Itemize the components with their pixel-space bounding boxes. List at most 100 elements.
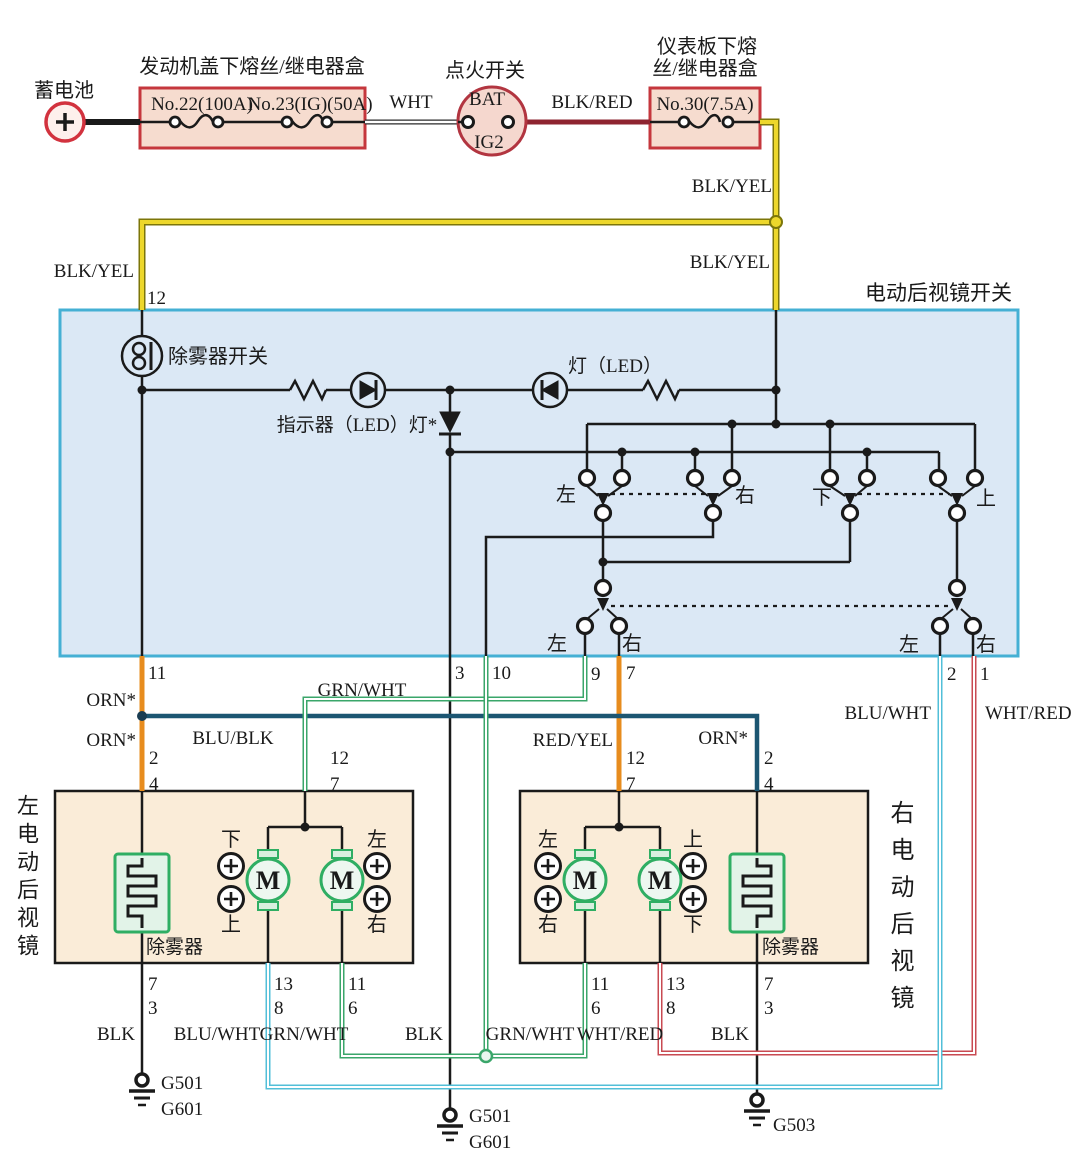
ignition-switch-icon — [456, 85, 528, 157]
underdash-box-title-1: 仪表板下熔 — [657, 35, 757, 58]
left-mirror-side-label: 左电动后视镜 — [14, 794, 39, 962]
junction-grn-wht — [478, 1048, 494, 1064]
fuse-no30-icon — [688, 113, 722, 129]
left-mirror-pin-3b: 3 — [148, 998, 158, 1019]
switch-pin-2: 2 — [947, 664, 957, 685]
ground-g601-label: G601 — [161, 1099, 203, 1120]
ground-icon — [437, 1107, 463, 1142]
blk-label: BLK — [405, 1024, 443, 1045]
fuse-no23-icon — [291, 113, 325, 129]
battery-icon — [44, 101, 86, 143]
dir-down-label: 下 — [812, 487, 832, 509]
colored-wires — [138, 118, 977, 1090]
fuse-no30-label: No.30(7.5A) — [656, 94, 753, 115]
right-defogger-icon — [728, 852, 786, 934]
dir-right-label: 右 — [735, 484, 755, 507]
dir-right-label: 右 — [622, 632, 642, 655]
orn-label: ORN* — [86, 690, 136, 711]
blk-label: BLK — [711, 1024, 749, 1045]
left-defogger-label: 除雾器 — [146, 936, 203, 958]
junctions — [137, 215, 872, 1064]
dir-down-label: 下 — [221, 829, 241, 851]
dir-right-label: 右 — [976, 633, 996, 656]
defogger-switch-label: 除雾器开关 — [168, 345, 268, 368]
motor-icon — [562, 849, 608, 911]
wht-red-label: WHT/RED — [985, 703, 1072, 724]
ground-g501-label: G501 — [469, 1106, 511, 1127]
mirror-motors — [245, 849, 683, 911]
motor-label: M — [330, 866, 355, 895]
fuse-no23-label: No.23(IG)(50A) — [247, 94, 372, 115]
blu-wht-label: BLU/WHT — [844, 703, 931, 724]
resistor-icon — [288, 378, 328, 402]
grn-wht-label: GRN/WHT — [318, 680, 407, 701]
wire-blu-blk — [142, 713, 760, 791]
left-mirror-pin-6: 6 — [348, 998, 358, 1019]
wht-red-label: WHT/RED — [577, 1024, 664, 1045]
switch-pin-12: 12 — [147, 288, 166, 309]
dir-up-label: 上 — [683, 828, 703, 851]
red-yel-label: RED/YEL — [533, 730, 613, 751]
switch-terminals — [575, 468, 985, 636]
dir-down-label: 下 — [683, 914, 703, 936]
grn-wht-label: GRN/WHT — [486, 1024, 575, 1045]
blk-yel-label: BLK/YEL — [54, 261, 134, 282]
dir-right-label: 右 — [367, 913, 387, 936]
right-mirror-pin-7: 7 — [626, 774, 636, 795]
ignition-title: 点火开关 — [445, 59, 525, 82]
blk-yel-label: BLK/YEL — [690, 252, 770, 273]
black-wires — [84, 119, 977, 1109]
junction-yellow — [769, 215, 783, 229]
ground-icon — [744, 1092, 770, 1127]
led-icon — [349, 371, 387, 409]
ground-g501-label: G501 — [161, 1073, 203, 1094]
battery-plus-icon — [56, 113, 74, 131]
ground-symbols — [129, 1072, 770, 1142]
left-mirror-pin-7: 7 — [330, 774, 340, 795]
fuse-no22-icon — [179, 113, 215, 129]
left-mirror-pin-13: 13 — [274, 974, 293, 995]
junction-blu-blk — [137, 711, 147, 721]
motor-icon — [319, 849, 365, 911]
dir-left-label: 左 — [556, 483, 576, 506]
ground-g503-label: G503 — [773, 1115, 815, 1136]
defogger-switch-icon — [120, 334, 164, 378]
right-mirror-pin-11: 11 — [591, 974, 609, 995]
indicator-circuit — [288, 371, 681, 436]
indicator-led-label: 指示器（LED）灯* — [277, 414, 437, 436]
motor-label: M — [573, 866, 598, 895]
right-mirror-pin-8: 8 — [666, 998, 676, 1019]
wire-blk-yel — [138, 118, 780, 310]
motor-label: M — [256, 866, 281, 895]
dir-left-label: 左 — [547, 632, 567, 655]
led-label: 灯（LED） — [568, 355, 662, 377]
left-mirror-pin-11: 11 — [348, 974, 366, 995]
blu-wht-label: BLU/WHT — [174, 1024, 261, 1045]
labels: 蓄电池 发动机盖下熔丝/继电器盒 No.22(100A) No.23(IG)(5… — [34, 35, 1072, 1153]
motor-label: M — [648, 866, 673, 895]
switch-pin-1: 1 — [980, 664, 990, 685]
right-mirror-side-label: 右电动后视镜 — [886, 800, 912, 1022]
switch-pin-9: 9 — [591, 664, 601, 685]
fuse-no22-label: No.22(100A) — [151, 94, 253, 115]
dir-up-label: 上 — [976, 487, 996, 510]
switch-pin-11: 11 — [148, 663, 166, 684]
orn-label: ORN* — [86, 730, 136, 751]
blk-yel-label: BLK/YEL — [692, 176, 772, 197]
motor-icon — [245, 849, 291, 911]
blk-red-label: BLK/RED — [551, 92, 632, 113]
blu-blk-label: BLU/BLK — [192, 728, 274, 749]
mirror-direction-switches — [575, 468, 985, 636]
motor-icon — [637, 849, 683, 911]
underhood-box-title: 发动机盖下熔丝/继电器盒 — [139, 55, 365, 78]
battery-label: 蓄电池 — [34, 79, 94, 102]
grn-wht-label: GRN/WHT — [260, 1024, 349, 1045]
blk-label: BLK — [97, 1024, 135, 1045]
orn-label: ORN* — [698, 728, 748, 749]
mirror-switch-title: 电动后视镜开关 — [865, 281, 1012, 305]
resistor-icon — [641, 378, 681, 402]
ground-icon — [129, 1072, 155, 1107]
right-mirror-pin-3b: 3 — [764, 998, 774, 1019]
